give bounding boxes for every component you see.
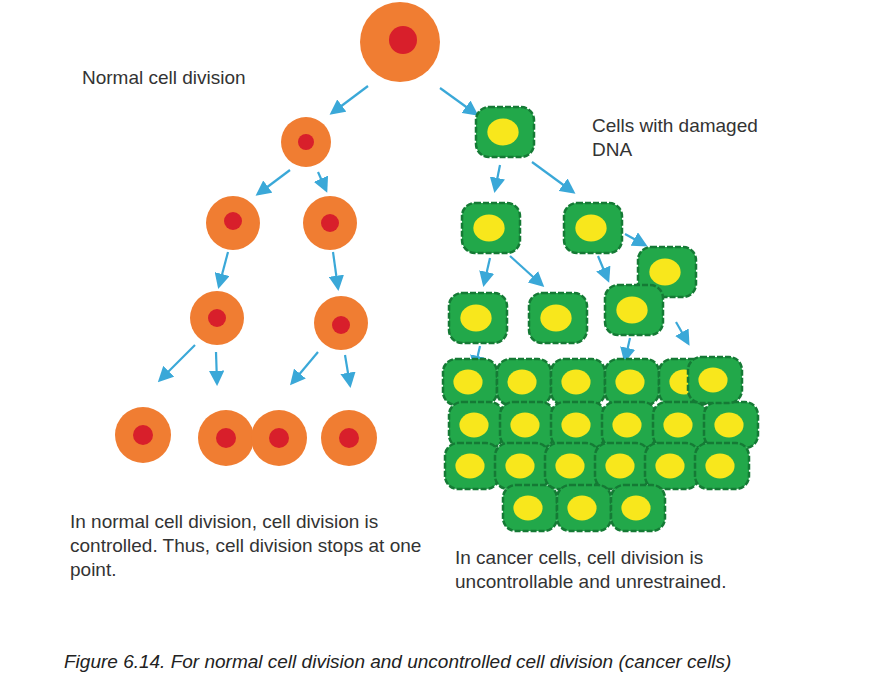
cancer-cells: [443, 107, 758, 531]
annotation-text: Cells with damaged DNA: [592, 114, 802, 162]
annotation-text: Normal cell division: [82, 66, 342, 90]
annotation-text: In normal cell division, cell division i…: [70, 510, 460, 581]
annotation-text: In cancer cells, cell division is uncont…: [455, 546, 795, 594]
figure-caption: Figure 6.14. For normal cell division an…: [64, 650, 854, 674]
